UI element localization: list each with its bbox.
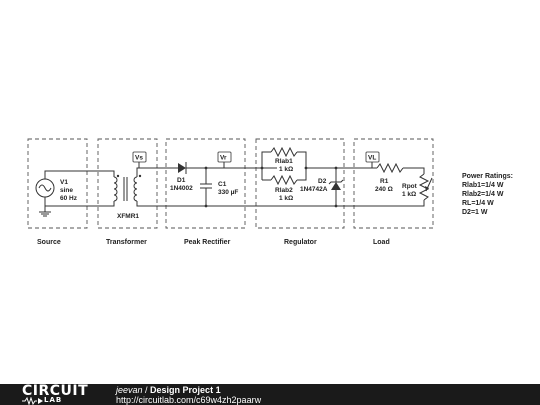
vr-meter-label: Vr	[220, 155, 227, 162]
rectifier-block-label: Peak Rectifier	[184, 239, 231, 246]
vl-meter-label: VL	[368, 155, 376, 162]
vl-meter[interactable]: VL	[365, 151, 380, 168]
xfmr-name: XFMR1	[117, 213, 139, 220]
regulator-block	[255, 138, 345, 229]
d2-name: D2	[318, 178, 327, 185]
rpot-value: 1 kΩ	[402, 191, 416, 198]
breadcrumb-separator: /	[142, 385, 151, 395]
c1-capacitor[interactable]	[200, 166, 212, 208]
source-top-wire	[44, 170, 115, 179]
d1-part: 1N4002	[170, 185, 193, 192]
r1-resistor[interactable]	[376, 162, 404, 174]
source-bottom-wire	[44, 197, 115, 207]
source-ground-icon	[39, 206, 51, 217]
power-rating-d2: D2=1 W	[462, 209, 488, 216]
r1-value: 240 Ω	[375, 186, 393, 193]
d2-part: 1N4742A	[300, 186, 328, 193]
author-link[interactable]: jeevan	[116, 385, 143, 395]
v1-freq: 60 Hz	[60, 195, 78, 202]
c1-value: 330 µF	[218, 189, 238, 196]
c1-name: C1	[218, 181, 227, 188]
source-block-label: Source	[37, 239, 61, 246]
d1-name: D1	[177, 177, 186, 184]
r1-name: R1	[380, 178, 389, 185]
rlab2-right-wire	[297, 168, 307, 181]
rlab1-right-wire	[297, 151, 307, 168]
v1-source[interactable]	[35, 178, 55, 198]
power-rating-rlab2: Rlab2=1/4 W	[462, 191, 504, 198]
project-url-link[interactable]: http://circuitlab.com/c69w4zh2paarw	[116, 395, 262, 405]
power-rating-rl: RL=1/4 W	[462, 200, 494, 207]
rlab1-name: Rlab1	[275, 158, 293, 165]
regulator-block-label: Regulator	[284, 239, 317, 246]
rlab2-resistor[interactable]	[270, 174, 298, 186]
vs-meter[interactable]: Vs	[132, 151, 147, 168]
rpot-name: Rpot	[402, 183, 418, 190]
v1-type: sine	[60, 187, 73, 194]
regulator-out-wire	[306, 167, 337, 178]
transformer-block-label: Transformer	[106, 239, 147, 246]
d1-diode[interactable]	[178, 162, 187, 174]
rlab1-resistor[interactable]	[270, 146, 298, 158]
circuit-schematic: V1 sine 60 Hz XFMR1 Vs D1 1N4002 C1 330 …	[27, 138, 513, 246]
d2-zener-diode[interactable]	[328, 166, 344, 208]
v1-name: V1	[60, 179, 68, 186]
circuitlab-logo[interactable]: CIRCUIT LAB	[22, 384, 92, 405]
rlab2-name: Rlab2	[275, 187, 293, 194]
rlab1-left-wire	[261, 151, 271, 168]
vs-meter-label: Vs	[135, 155, 143, 162]
transformer-block	[97, 138, 158, 229]
project-title-link[interactable]: Design Project 1	[150, 385, 221, 395]
rpot-potentiometer[interactable]	[418, 173, 433, 201]
footer-bar: CIRCUIT LAB jeevan / Design Project 1 ht…	[0, 384, 540, 405]
power-rating-rlab1: Rlab1=1/4 W	[462, 182, 504, 189]
xfmr1-transformer[interactable]	[113, 174, 142, 202]
rlab1-value: 1 kΩ	[279, 166, 293, 173]
logo-text: CIRCUIT	[22, 383, 89, 399]
rlab2-value: 1 kΩ	[279, 195, 293, 202]
logo-wave-icon	[22, 397, 43, 405]
source-block	[27, 138, 88, 229]
secondary-top-wire	[136, 167, 178, 177]
secondary-bottom-wire	[136, 200, 425, 207]
load-block-label: Load	[373, 239, 390, 246]
power-ratings-title: Power Ratings:	[462, 173, 513, 180]
vr-meter[interactable]: Vr	[217, 151, 232, 168]
footer-title-line: jeevan / Design Project 1	[116, 385, 221, 395]
logo-subtext: LAB	[44, 396, 63, 404]
r1-to-rpot-wire	[403, 167, 425, 174]
